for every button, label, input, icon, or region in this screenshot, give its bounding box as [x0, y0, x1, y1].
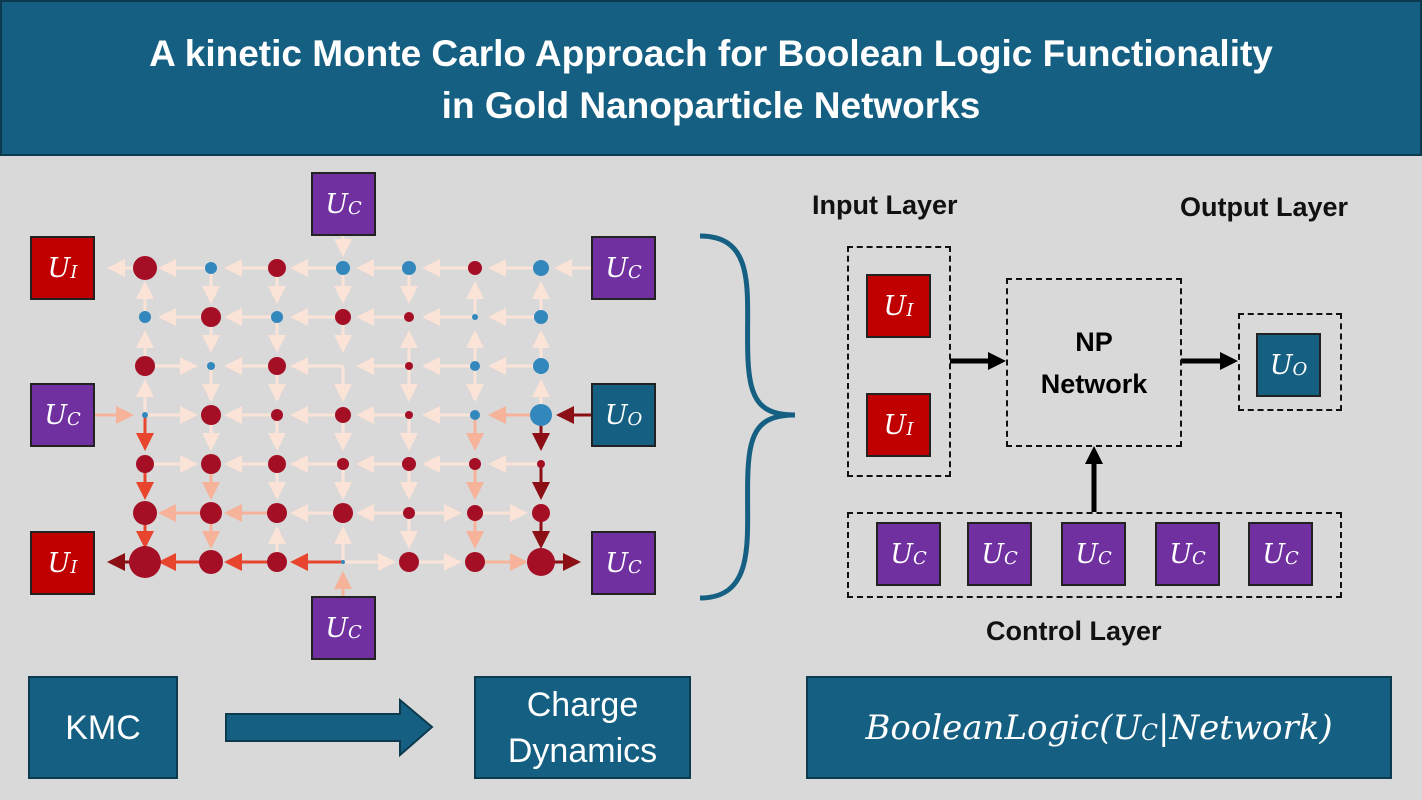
nanoparticle-positive — [201, 307, 221, 327]
output-layer-box — [1238, 313, 1342, 411]
nanoparticle-positive — [335, 407, 351, 423]
nanoparticle-positive — [402, 457, 416, 471]
nanoparticle-positive — [333, 503, 353, 523]
nanoparticle-positive — [201, 405, 221, 425]
arrow-control-to-network — [1085, 446, 1103, 512]
nanoparticle-negative — [472, 314, 478, 320]
nanoparticle-negative — [533, 358, 549, 374]
nanoparticle-positive — [399, 552, 419, 572]
nanoparticle-negative — [530, 404, 552, 426]
nanoparticle-positive — [135, 356, 155, 376]
title-line-1: A kinetic Monte Carlo Approach for Boole… — [149, 33, 1273, 74]
nanoparticle-positive — [403, 507, 415, 519]
boolean-logic-rest: |Network) — [1157, 707, 1333, 748]
nanoparticle-negative — [470, 410, 480, 420]
nanoparticle-positive — [136, 455, 154, 473]
arrow-network-to-output — [1181, 352, 1238, 370]
boolean-logic-text: BooleanLogic(U — [865, 707, 1142, 748]
nanoparticle-positive — [199, 550, 223, 574]
nanoparticle-positive — [405, 362, 413, 370]
np-network-line-2: Network — [1040, 368, 1148, 399]
charge-dynamics-line-1: Charge — [526, 685, 639, 724]
nanoparticle-positive — [268, 357, 286, 375]
kmc-box: KMC — [28, 676, 178, 779]
nanoparticle-positive — [404, 312, 414, 322]
nanoparticle-positive — [537, 460, 545, 468]
input-layer-label: Input Layer — [812, 190, 958, 220]
nanoparticle-positive — [527, 548, 555, 576]
nanoparticle-negative — [207, 362, 215, 370]
nanoparticle-negative — [205, 262, 217, 274]
title-banner: A kinetic Monte Carlo Approach for Boole… — [0, 0, 1422, 156]
nanoparticle-positive — [129, 546, 161, 578]
nanoparticle-negative — [139, 311, 151, 323]
nanoparticle-positive — [467, 505, 483, 521]
nanoparticle-negative — [336, 261, 350, 275]
boolean-logic-subscript: C — [1141, 720, 1158, 746]
np-network-box: NP Network — [1006, 278, 1182, 447]
nanoparticle-positive — [201, 454, 221, 474]
nanoparticle-positive — [271, 409, 283, 421]
nanoparticle-positive — [337, 458, 349, 470]
nanoparticle-positive — [465, 552, 485, 572]
nanoparticle-positive — [133, 256, 157, 280]
nanoparticle-negative — [402, 261, 416, 275]
charge-dynamics-line-2: Dynamics — [507, 731, 658, 770]
nanoparticle-negative — [470, 361, 480, 371]
nanoparticle-positive — [468, 261, 482, 275]
nanoparticle-positive — [267, 503, 287, 523]
nanoparticle-negative — [271, 311, 283, 323]
curly-brace — [699, 233, 796, 601]
nanoparticle-negative — [142, 412, 148, 418]
nanoparticle-positive — [335, 309, 351, 325]
nanoparticle-positive — [268, 259, 286, 277]
control-layer-label: Control Layer — [986, 616, 1162, 646]
nanoparticle-positive — [200, 502, 222, 524]
nanoparticle-positive — [405, 411, 413, 419]
nanoparticle-positive — [469, 458, 481, 470]
input-layer-box — [847, 246, 951, 477]
control-layer-box — [847, 512, 1342, 598]
np-network-line-1: NP — [1075, 326, 1113, 357]
title-line-2: in Gold Nanoparticle Networks — [441, 85, 981, 126]
nanoparticle-negative — [534, 310, 548, 324]
nanoparticle-positive — [267, 552, 287, 572]
nanoparticle-positive — [133, 501, 157, 525]
charge-dynamics-box: Charge Dynamics — [474, 676, 691, 779]
nanoparticle-negative — [533, 260, 549, 276]
arrow-kmc-to-charge-dynamics — [225, 697, 434, 758]
nanoparticle-negative — [341, 560, 345, 564]
arrow-input-to-network — [950, 352, 1006, 370]
nanoparticle-positive — [268, 455, 286, 473]
output-layer-label: Output Layer — [1180, 192, 1349, 222]
nanoparticle-positive — [532, 504, 550, 522]
